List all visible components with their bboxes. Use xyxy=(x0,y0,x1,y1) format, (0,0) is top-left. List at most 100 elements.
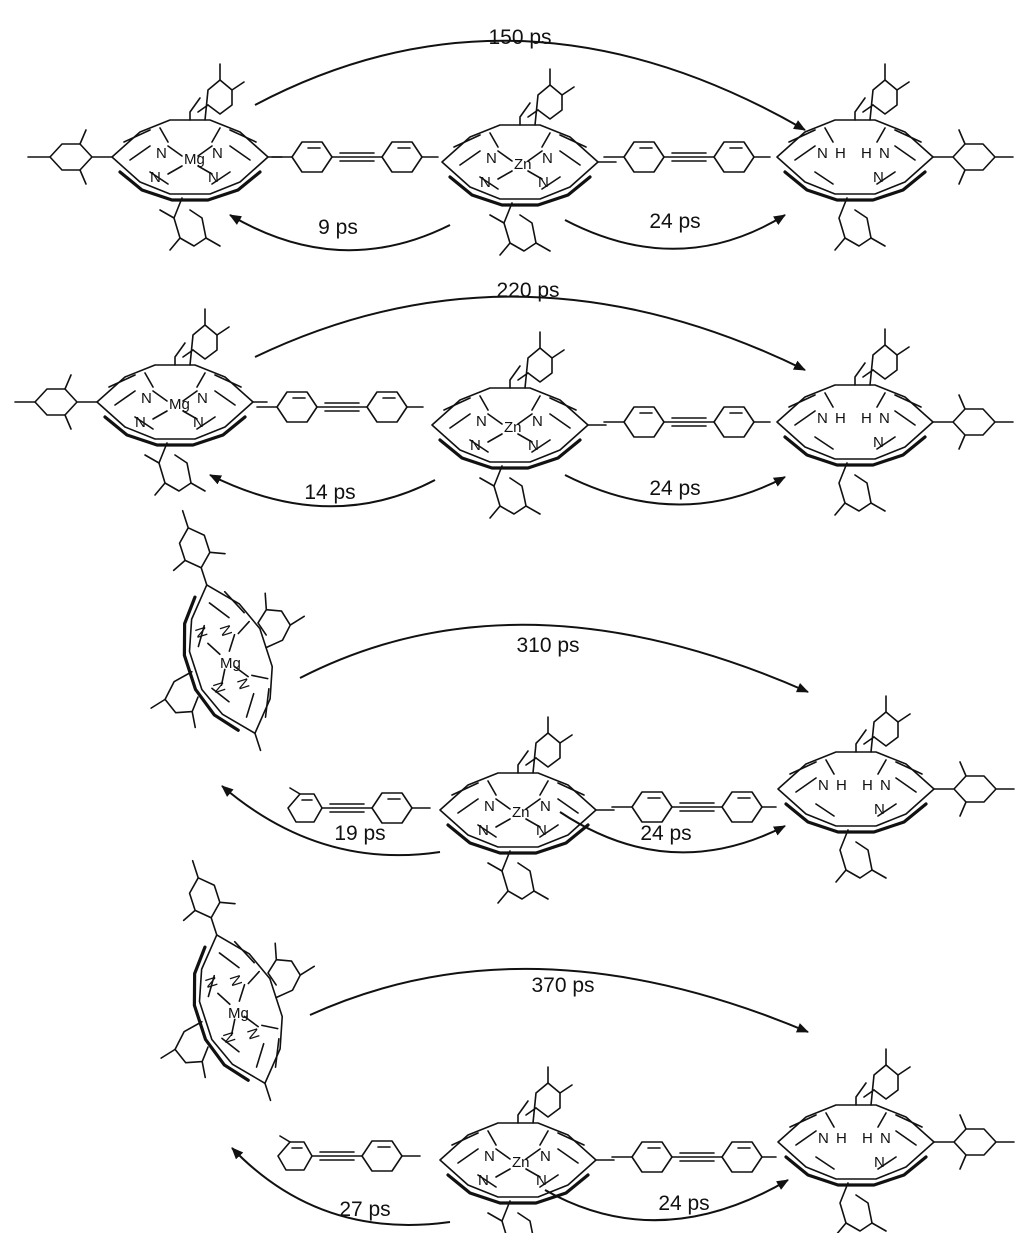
nitrogen-label: N xyxy=(532,413,543,430)
metal-label: Zn xyxy=(512,804,530,821)
long-range-rate-label: 150 ps xyxy=(488,26,551,49)
nitrogen-label: N xyxy=(484,798,495,815)
zinc-porphyrin: Zn N N N N xyxy=(439,716,615,904)
nitrogen-label: N xyxy=(226,973,246,989)
nitrogen-label: N xyxy=(209,680,229,696)
nitrogen-label: N xyxy=(191,625,211,641)
nitrogen-label: N xyxy=(817,410,828,427)
hydrogen-label: H xyxy=(836,1130,847,1147)
metal-label: Mg xyxy=(169,396,190,413)
magnesium-porphyrin: N N N N xyxy=(150,509,306,752)
right-rate-label: 24 ps xyxy=(649,477,700,500)
nitrogen-label: N xyxy=(873,434,884,451)
nitrogen-label: N xyxy=(818,1130,829,1147)
nitrogen-label: N xyxy=(135,414,146,431)
nitrogen-label: N xyxy=(874,801,885,818)
right-rate-label: 24 ps xyxy=(649,210,700,233)
phenylethynyl-linker xyxy=(271,141,439,173)
nitrogen-label: N xyxy=(528,437,539,454)
panel-2: 220 ps 14 ps 24 ps Mg N N N N xyxy=(14,279,1014,519)
phenylethynyl-linker xyxy=(603,141,771,173)
long-range-rate-label: 310 ps xyxy=(516,634,579,657)
nitrogen-label: N xyxy=(197,390,208,407)
right-transfer-arrow xyxy=(544,1179,789,1222)
nitrogen-label: N xyxy=(880,1130,891,1147)
long-range-rate-label: 220 ps xyxy=(496,279,559,302)
nitrogen-label: N xyxy=(193,414,204,431)
hydrogen-label: H xyxy=(835,410,846,427)
hydrogen-label: H xyxy=(835,145,846,162)
metal-label: Zn xyxy=(514,156,532,173)
left-rate-label: 9 ps xyxy=(318,216,358,239)
left-rate-label: 14 ps xyxy=(304,481,355,504)
nitrogen-label: N xyxy=(150,169,161,186)
nitrogen-label: N xyxy=(141,390,152,407)
nitrogen-label: N xyxy=(486,150,497,167)
nitrogen-label: N xyxy=(540,798,551,815)
left-transfer-arrow xyxy=(221,785,441,857)
phenylethynyl-linker xyxy=(277,1135,421,1172)
free-base-porphyrin: N H H N N xyxy=(776,63,1014,251)
phenylethynyl-linker xyxy=(611,1141,777,1173)
nitrogen-label: N xyxy=(817,145,828,162)
hydrogen-label: H xyxy=(862,777,873,794)
hydrogen-label: H xyxy=(862,1130,873,1147)
nitrogen-label: N xyxy=(478,1172,489,1189)
right-transfer-arrow xyxy=(559,811,786,854)
nitrogen-label: N xyxy=(538,174,549,191)
nitrogen-label: N xyxy=(156,145,167,162)
panel-3: 310 ps 19 ps 24 ps N N N N Mg xyxy=(150,509,1015,904)
magnesium-porphyrin: N N N N xyxy=(160,859,316,1102)
panel-4: 370 ps 27 ps 24 ps N N N N Mg xyxy=(160,859,1015,1233)
nitrogen-label: N xyxy=(476,413,487,430)
long-range-arrow xyxy=(254,295,806,371)
nitrogen-label: N xyxy=(536,822,547,839)
phenylethynyl-linker xyxy=(611,791,777,823)
left-transfer-arrow xyxy=(231,1147,451,1226)
hydrogen-label: H xyxy=(861,145,872,162)
nitrogen-label: N xyxy=(879,410,890,427)
nitrogen-label: N xyxy=(233,676,253,692)
long-range-rate-label: 370 ps xyxy=(531,974,594,997)
hydrogen-label: H xyxy=(861,410,872,427)
nitrogen-label: N xyxy=(212,145,223,162)
free-base-porphyrin: N H H N N xyxy=(776,328,1014,516)
nitrogen-label: N xyxy=(542,150,553,167)
zinc-porphyrin: Zn N N N N xyxy=(439,1066,615,1233)
nitrogen-label: N xyxy=(208,169,219,186)
panel-1: 150 ps 9 ps 24 ps Mg N N N N xyxy=(27,26,1014,256)
left-transfer-arrow xyxy=(229,214,451,252)
nitrogen-label: N xyxy=(880,777,891,794)
nitrogen-label: N xyxy=(480,174,491,191)
left-transfer-arrow xyxy=(209,474,436,508)
free-base-porphyrin: N H H N N xyxy=(777,1048,1015,1233)
nitrogen-label: N xyxy=(201,975,221,991)
nitrogen-label: N xyxy=(873,169,884,186)
nitrogen-label: N xyxy=(216,623,236,639)
phenylethynyl-linker xyxy=(603,406,771,438)
nitrogen-label: N xyxy=(484,1148,495,1165)
phenylethynyl-linker xyxy=(256,391,424,423)
magnesium-porphyrin: Mg N N N N xyxy=(27,63,283,251)
hydrogen-label: H xyxy=(836,777,847,794)
long-range-arrow xyxy=(254,39,806,131)
right-transfer-arrow xyxy=(564,214,786,250)
metal-label: Mg xyxy=(184,151,205,168)
left-rate-label: 19 ps xyxy=(334,822,385,845)
nitrogen-label: N xyxy=(478,822,489,839)
metal-label: Mg xyxy=(220,655,241,672)
right-rate-label: 24 ps xyxy=(658,1192,709,1215)
left-rate-label: 27 ps xyxy=(339,1198,390,1221)
nitrogen-label: N xyxy=(879,145,890,162)
nitrogen-label: N xyxy=(219,1030,239,1046)
zinc-porphyrin: Zn N N N N xyxy=(431,331,607,519)
phenylethynyl-linker xyxy=(287,787,431,824)
nitrogen-label: N xyxy=(536,1172,547,1189)
nitrogen-label: N xyxy=(243,1026,263,1042)
nitrogen-label: N xyxy=(818,777,829,794)
nitrogen-label: N xyxy=(540,1148,551,1165)
free-base-porphyrin: N H H N N xyxy=(777,695,1015,883)
nitrogen-label: N xyxy=(470,437,481,454)
magnesium-porphyrin: Mg N N N N xyxy=(14,308,268,496)
